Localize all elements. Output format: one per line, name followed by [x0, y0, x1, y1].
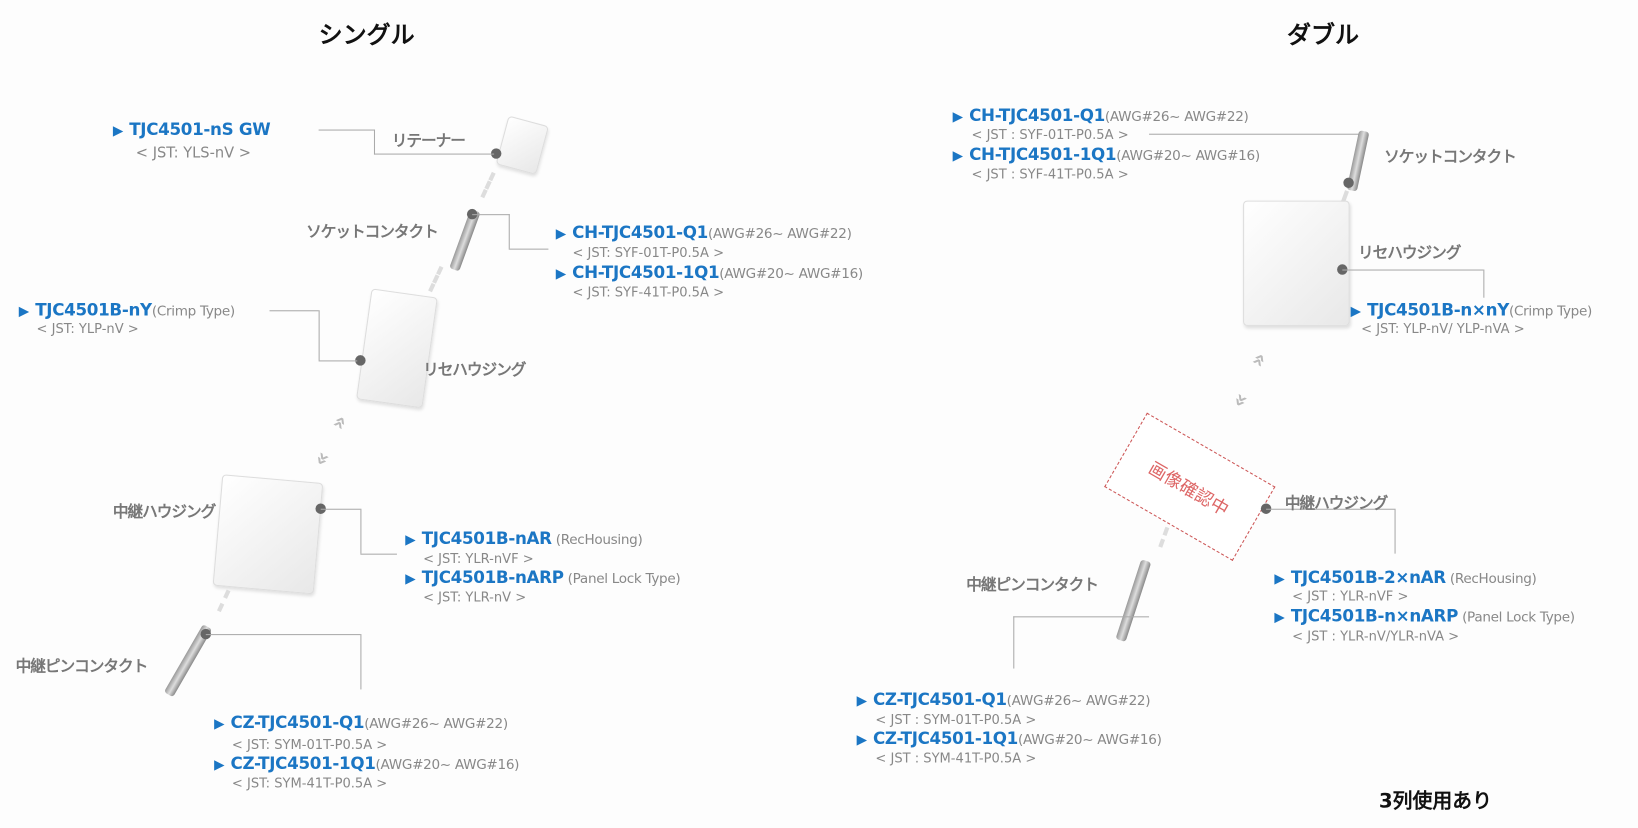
- relay-pin-contact-image: [1115, 559, 1152, 642]
- receptacle-housing-image: [356, 288, 438, 409]
- part-link[interactable]: ▶TJC4501B-n×nARP (Panel Lock Type): [1274, 605, 1575, 626]
- chevron-up-icon: »: [324, 409, 354, 435]
- jst-equivalent: < JST : SYM-01T-P0.5A >: [875, 711, 1037, 728]
- relay-housing-label: 中継ハウジング: [1284, 494, 1388, 513]
- part-link[interactable]: ▶CZ-TJC4501-1Q1(AWG#20~ AWG#16): [214, 753, 520, 774]
- socket-contact-label: ソケットコンタクト: [306, 222, 439, 242]
- jst-equivalent: < JST: SYF-41T-P0.5A >: [572, 284, 725, 300]
- retainer-image: [495, 115, 549, 175]
- relay-housing-label: 中継ハウジング: [112, 502, 216, 522]
- jst-equivalent: < JST: SYF-01T-P0.5A >: [572, 244, 725, 261]
- callout-dot: [1343, 177, 1354, 189]
- part-link[interactable]: ▶TJC4501B-2×nAR (RecHousing): [1274, 567, 1537, 588]
- chevron-down-icon: »: [1227, 389, 1256, 414]
- double-header: ダブル: [1286, 21, 1360, 50]
- part-link[interactable]: ▶TJC4501-nS GW: [112, 119, 271, 139]
- jst-equivalent: < JST: YLP-nV >: [36, 320, 139, 337]
- callout-dot: [490, 148, 502, 159]
- jst-equivalent: < JST: SYM-41T-P0.5A >: [231, 775, 388, 791]
- callout-dot: [315, 503, 326, 514]
- callout-dot: [200, 628, 212, 640]
- placeholder-text: 画像確認中: [1144, 457, 1233, 521]
- relay-pin-label: 中継ピンコンタクト: [966, 575, 1099, 595]
- receptacle-housing-image: [1243, 200, 1350, 326]
- jst-equivalent: < JST : SYF-01T-P0.5A >: [971, 126, 1129, 143]
- part-link[interactable]: ▶CZ-TJC4501-1Q1(AWG#20~ AWG#16): [856, 728, 1162, 748]
- part-link[interactable]: ▶TJC4501B-nY(Crimp Type): [18, 299, 235, 320]
- relay-housing-image: [212, 474, 324, 595]
- callout-dot: [1260, 503, 1272, 514]
- chevron-up-icon: »: [1243, 347, 1273, 372]
- part-link[interactable]: ▶CH-TJC4501-Q1(AWG#26~ AWG#22): [555, 222, 852, 243]
- receptacle-label: リセハウジング: [423, 360, 526, 380]
- part-link[interactable]: ▶CH-TJC4501-1Q1(AWG#20~ AWG#16): [555, 262, 863, 283]
- single-header: シングル: [318, 21, 415, 50]
- part-link[interactable]: ▶TJC4501B-nAR (RecHousing): [405, 528, 643, 549]
- callout-dot: [466, 208, 478, 220]
- relay-pin-label: 中継ピンコンタクト: [15, 657, 149, 676]
- jst-equivalent: < JST: YLP-nV/ YLP-nVA >: [1361, 320, 1525, 337]
- receptacle-label: リセハウジング: [1357, 243, 1461, 263]
- part-link[interactable]: ▶CZ-TJC4501-Q1(AWG#26~ AWG#22): [856, 689, 1151, 710]
- part-link[interactable]: ▶CH-TJC4501-1Q1(AWG#20~ AWG#16): [952, 144, 1260, 165]
- chevron-down-icon: »: [309, 447, 338, 472]
- jst-equivalent: < JST : SYF-41T-P0.5A >: [971, 166, 1129, 182]
- callout-dot: [355, 355, 366, 366]
- part-link[interactable]: ▶TJC4501B-nARP (Panel Lock Type): [405, 567, 681, 588]
- jst-equivalent: < JST : YLR-nVF >: [1292, 588, 1409, 604]
- jst-equivalent: < JST: YLR-nV >: [423, 589, 527, 605]
- part-link[interactable]: ▶TJC4501B-n×nY(Crimp Type): [1350, 299, 1593, 320]
- jst-equivalent: < JST : SYM-41T-P0.5A >: [875, 750, 1037, 766]
- jst-equivalent: < JST: YLR-nVF >: [423, 550, 534, 567]
- image-pending-placeholder: 画像確認中: [1104, 412, 1276, 561]
- jst-equivalent: < JST: YLS-nV >: [135, 145, 252, 162]
- jst-equivalent: < JST: SYM-01T-P0.5A >: [231, 736, 388, 753]
- retainer-label: リテーナー: [391, 131, 466, 151]
- part-link[interactable]: ▶CZ-TJC4501-Q1(AWG#26~ AWG#22): [214, 712, 508, 733]
- part-link[interactable]: ▶CH-TJC4501-Q1(AWG#26~ AWG#22): [952, 105, 1249, 126]
- three-row-note: 3列使用あり: [1378, 789, 1492, 813]
- jst-equivalent: < JST : YLR-nV/YLR-nVA >: [1292, 627, 1460, 644]
- socket-contact-label: ソケットコンタクト: [1384, 147, 1517, 167]
- socket-contact-image: [449, 209, 481, 272]
